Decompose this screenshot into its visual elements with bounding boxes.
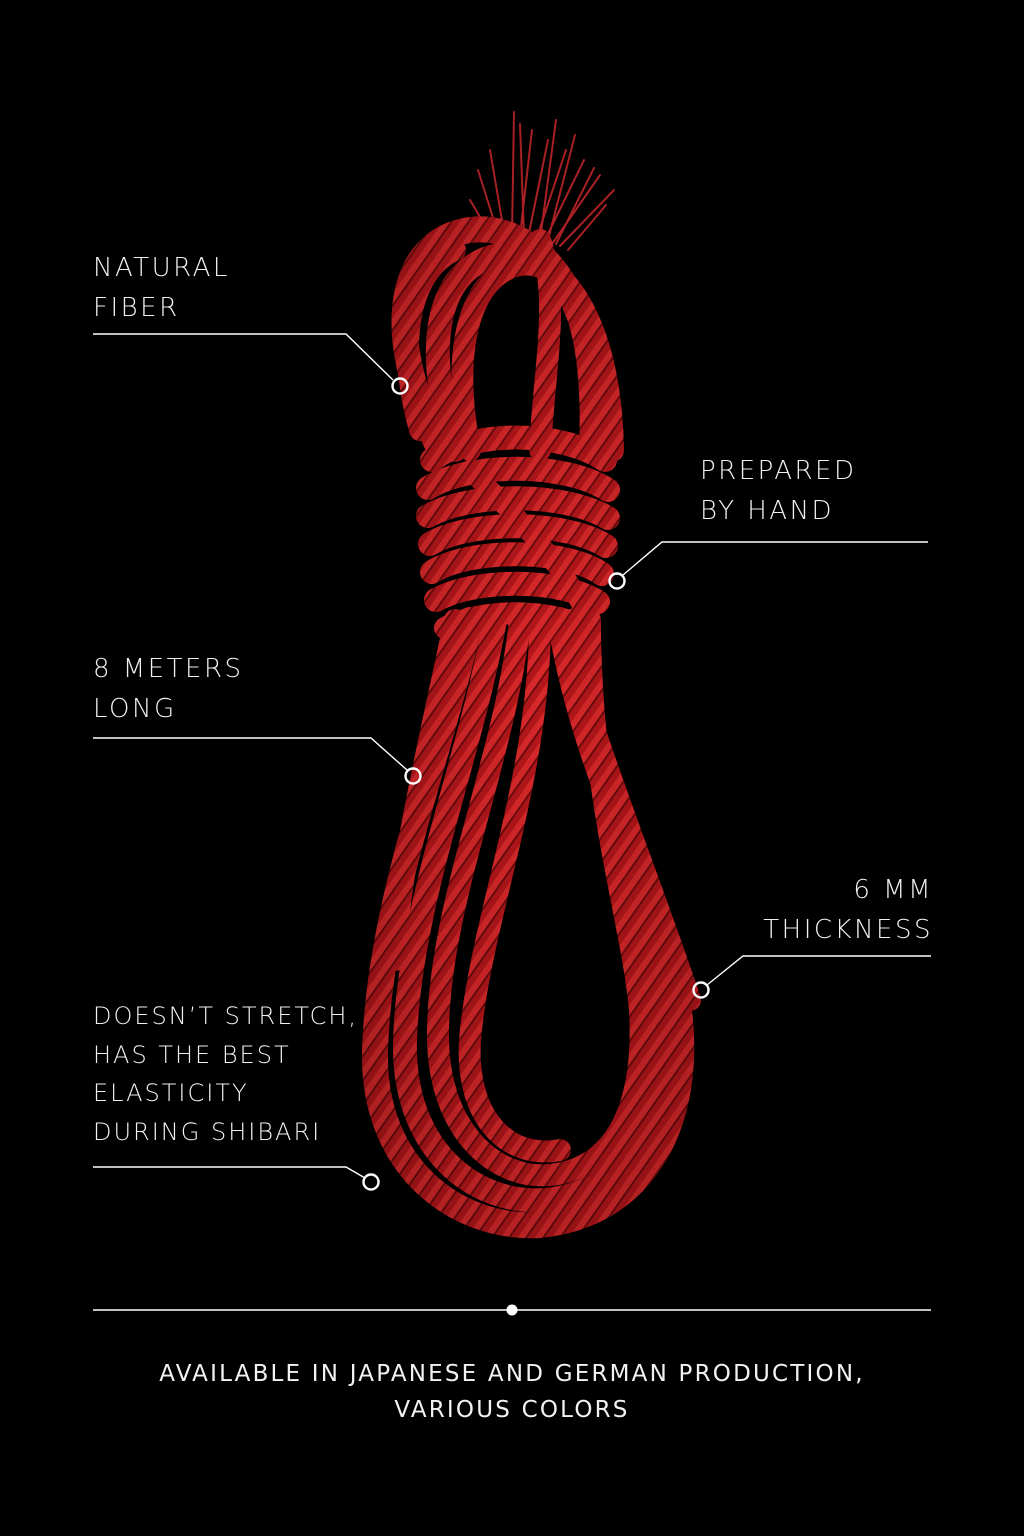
callout-natural-fiber: NATURAL FIBER xyxy=(93,248,230,328)
callout-connectors xyxy=(93,333,931,1316)
callout-line: DURING SHIBARI xyxy=(93,1117,322,1146)
callout-line: NATURAL xyxy=(93,253,230,283)
footer-availability: AVAILABLE IN JAPANESE AND GERMAN PRODUCT… xyxy=(0,1356,1024,1428)
dot-icon xyxy=(608,572,626,590)
dot-icon xyxy=(506,1304,518,1316)
connector-thickness xyxy=(706,955,931,986)
dot-icon xyxy=(692,981,710,999)
callout-line: PREPARED xyxy=(700,456,857,486)
callout-prepared-by-hand: PREPARED BY HAND xyxy=(700,451,908,531)
dot-icon xyxy=(391,377,409,395)
connector-elasticity xyxy=(93,1166,366,1179)
connector-length xyxy=(93,737,408,771)
callout-line: 8 METERS xyxy=(93,654,244,684)
dot-icon xyxy=(362,1173,380,1191)
footer-line: VARIOUS COLORS xyxy=(394,1397,630,1423)
callout-line: BY HAND xyxy=(700,496,835,526)
callout-line: 6 MM xyxy=(853,875,933,905)
callout-line: ELASTICITY xyxy=(93,1079,249,1107)
connector-prepared-by-hand xyxy=(622,541,928,576)
callout-line: DOESN’T STRETCH, xyxy=(93,1002,359,1030)
connector-natural-fiber xyxy=(93,333,394,381)
callout-line: LONG xyxy=(93,694,177,724)
dot-icon xyxy=(404,767,422,785)
callout-line: THICKNESS xyxy=(763,915,933,945)
footer-line: AVAILABLE IN JAPANESE AND GERMAN PRODUCT… xyxy=(159,1361,865,1387)
callout-thickness: 6 MM THICKNESS xyxy=(700,870,933,950)
callout-elasticity: DOESN’T STRETCH, HAS THE BEST ELASTICITY… xyxy=(93,997,358,1151)
callout-line: HAS THE BEST xyxy=(93,1040,291,1069)
callout-line: FIBER xyxy=(93,293,180,323)
callout-length: 8 METERS LONG xyxy=(93,649,244,729)
